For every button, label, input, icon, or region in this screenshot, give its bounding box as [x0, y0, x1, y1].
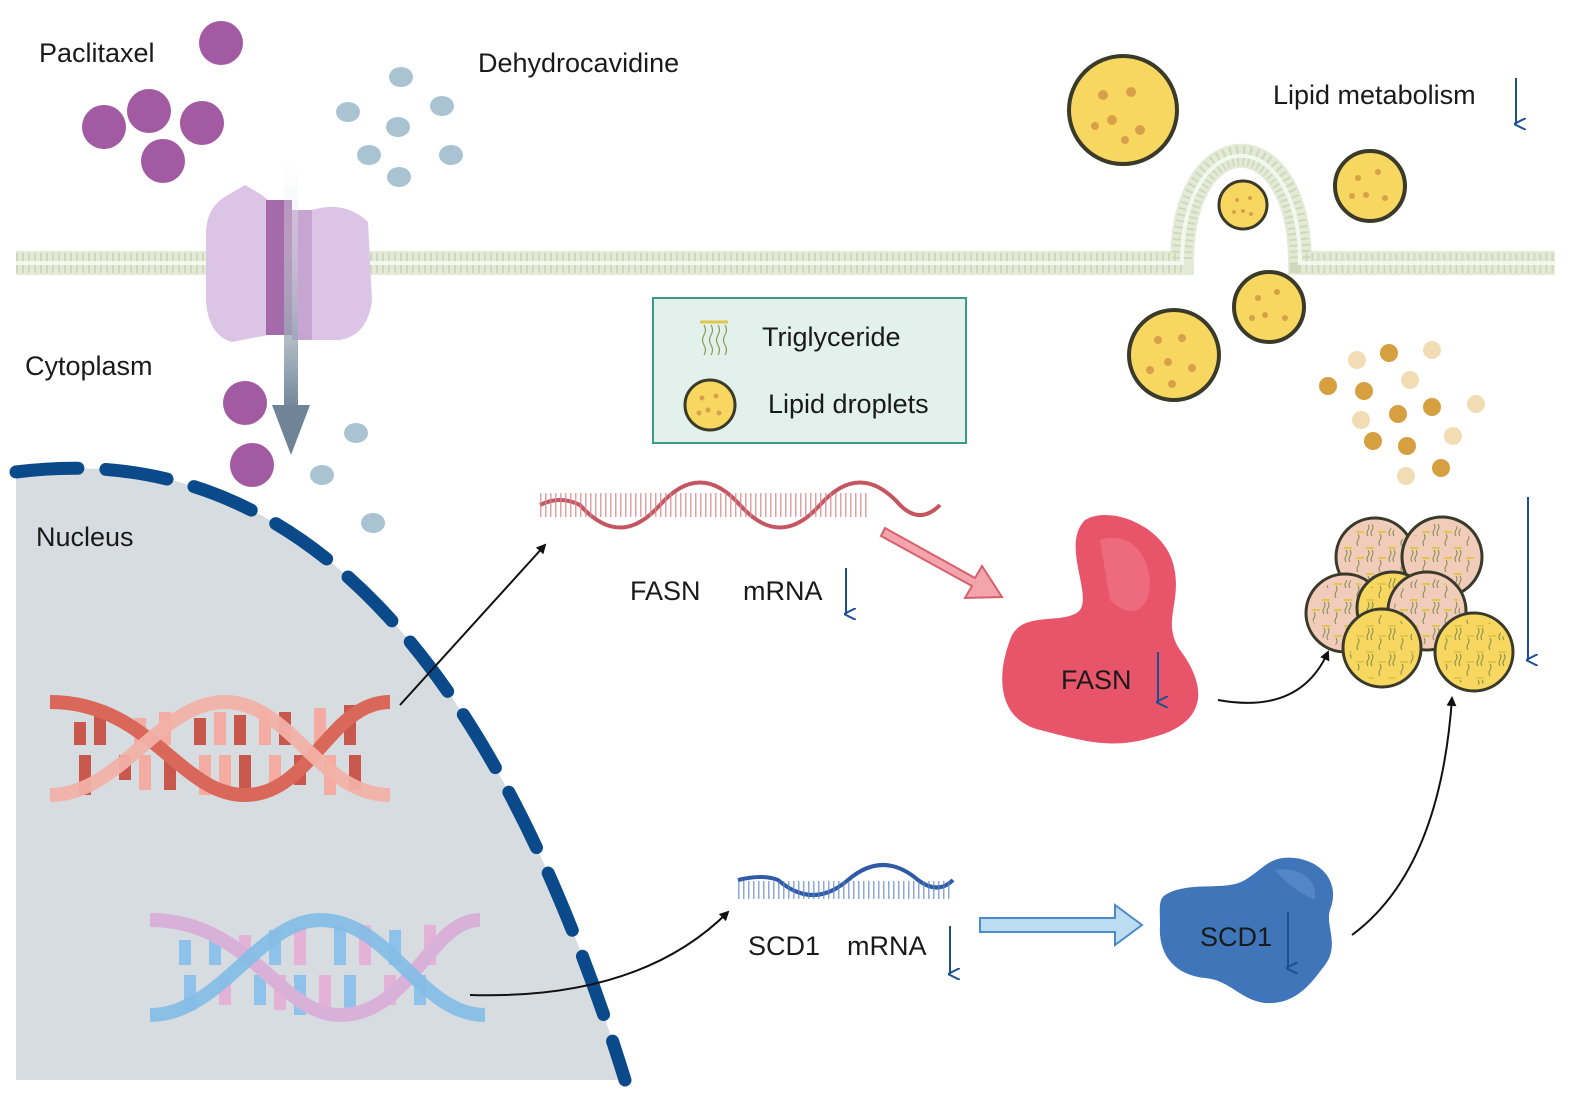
scd1-to-lipids-arrow: [1351, 696, 1457, 936]
nucleus-label: Nucleus: [36, 522, 134, 552]
lipid-particles: [1319, 341, 1485, 485]
lipid-droplet: [1127, 308, 1221, 402]
legend-triglyceride-label: Triglyceride: [762, 322, 901, 352]
lipid-droplet: [1341, 607, 1423, 689]
membrane-transporter: [206, 160, 372, 455]
legend-lipid-droplets-label: Lipid droplets: [768, 389, 929, 419]
lipid-metabolism-label: Lipid metabolism: [1273, 80, 1476, 110]
fasn-to-lipids-arrow: [1217, 650, 1330, 704]
lipid-droplet: [1433, 611, 1515, 693]
fasn-dna-helix: [49, 694, 391, 803]
scd1-mrna-word-label: mRNA: [847, 931, 927, 961]
dehydrocavidine-label: Dehydrocavidine: [478, 48, 679, 78]
transcription-arrow-scd1: [469, 910, 730, 997]
dehydrocavidine-molecules: [310, 67, 463, 533]
fasn-protein-label: FASN: [1061, 665, 1132, 695]
lipid-droplet: [1232, 270, 1306, 344]
translation-arrow-scd1: [979, 903, 1144, 947]
cytoplasm-label: Cytoplasm: [25, 351, 153, 381]
paclitaxel-molecules: [82, 21, 274, 487]
transcription-arrow-fasn: [399, 543, 547, 706]
cell-membrane: [16, 143, 1555, 275]
triglyceride-icon: [700, 320, 728, 356]
scd1-mrna-strand: [737, 863, 955, 899]
scd1-dna-helix: [149, 912, 486, 1023]
lipid-droplets-extracellular: [1067, 54, 1407, 402]
fasn-mrna-strand: [539, 480, 942, 530]
translation-arrow-fasn: [879, 526, 1004, 600]
scd1-mrna-gene-label: SCD1: [748, 931, 820, 961]
transport-arrow: [272, 405, 310, 455]
fasn-mrna-word-label: mRNA: [743, 576, 823, 606]
lipid-droplet: [1333, 149, 1407, 223]
legend: Triglyceride Lipid droplets: [652, 297, 967, 444]
paclitaxel-label: Paclitaxel: [39, 38, 155, 68]
scd1-protein-label: SCD1: [1200, 922, 1272, 952]
fasn-mrna-gene-label: FASN: [630, 576, 701, 606]
lipid-droplet-icon: [683, 378, 737, 432]
nuclear-envelope: [9, 461, 632, 1087]
lipid-droplet: [1067, 54, 1179, 166]
lipid-droplet: [1217, 179, 1269, 231]
fasn-protein: [1002, 514, 1199, 744]
lipid-droplet-cluster: [1304, 515, 1515, 693]
